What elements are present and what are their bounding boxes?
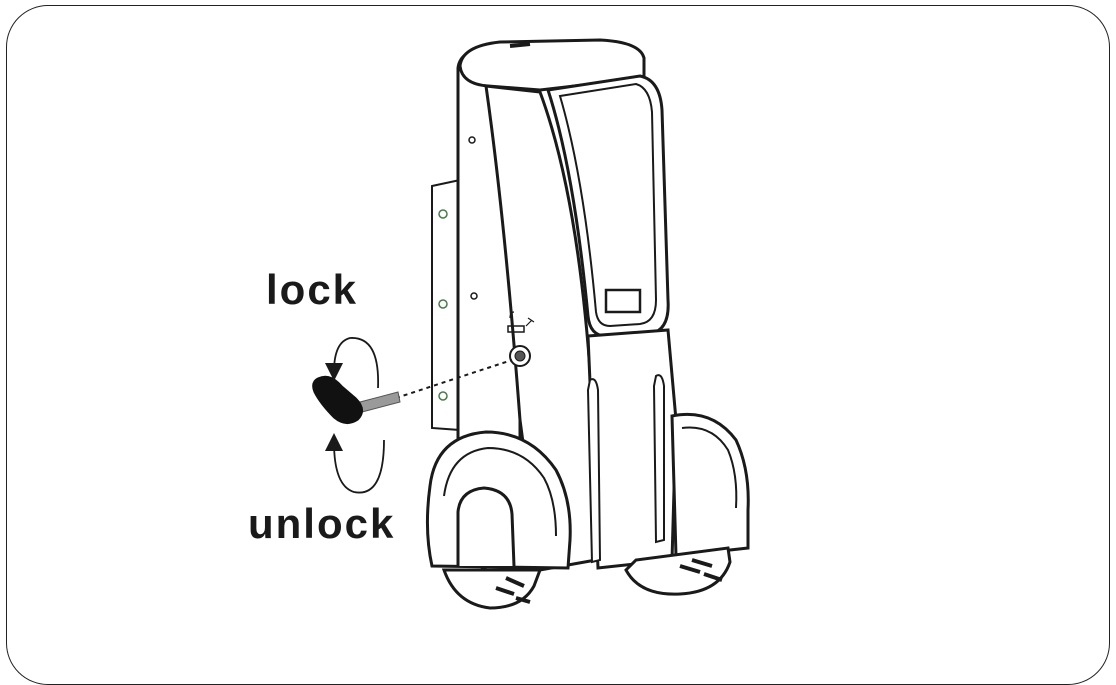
padlock-icon xyxy=(507,311,535,333)
right-wheel xyxy=(624,412,750,596)
unlock-label: unlock xyxy=(248,500,396,547)
mounting-bracket xyxy=(431,178,461,432)
curved-arrow-clockwise-icon xyxy=(325,433,385,494)
key-cylinder-icon xyxy=(509,345,531,367)
curved-arrow-counterclockwise-icon xyxy=(325,337,379,389)
lock-label: lock xyxy=(266,266,359,313)
screw-icon xyxy=(438,209,448,219)
screw-icon xyxy=(438,391,448,401)
key-icon xyxy=(312,375,401,424)
screw-icon xyxy=(438,299,448,309)
robot-illustration xyxy=(312,38,750,610)
robot-body xyxy=(458,38,678,572)
left-wheel xyxy=(425,430,572,610)
